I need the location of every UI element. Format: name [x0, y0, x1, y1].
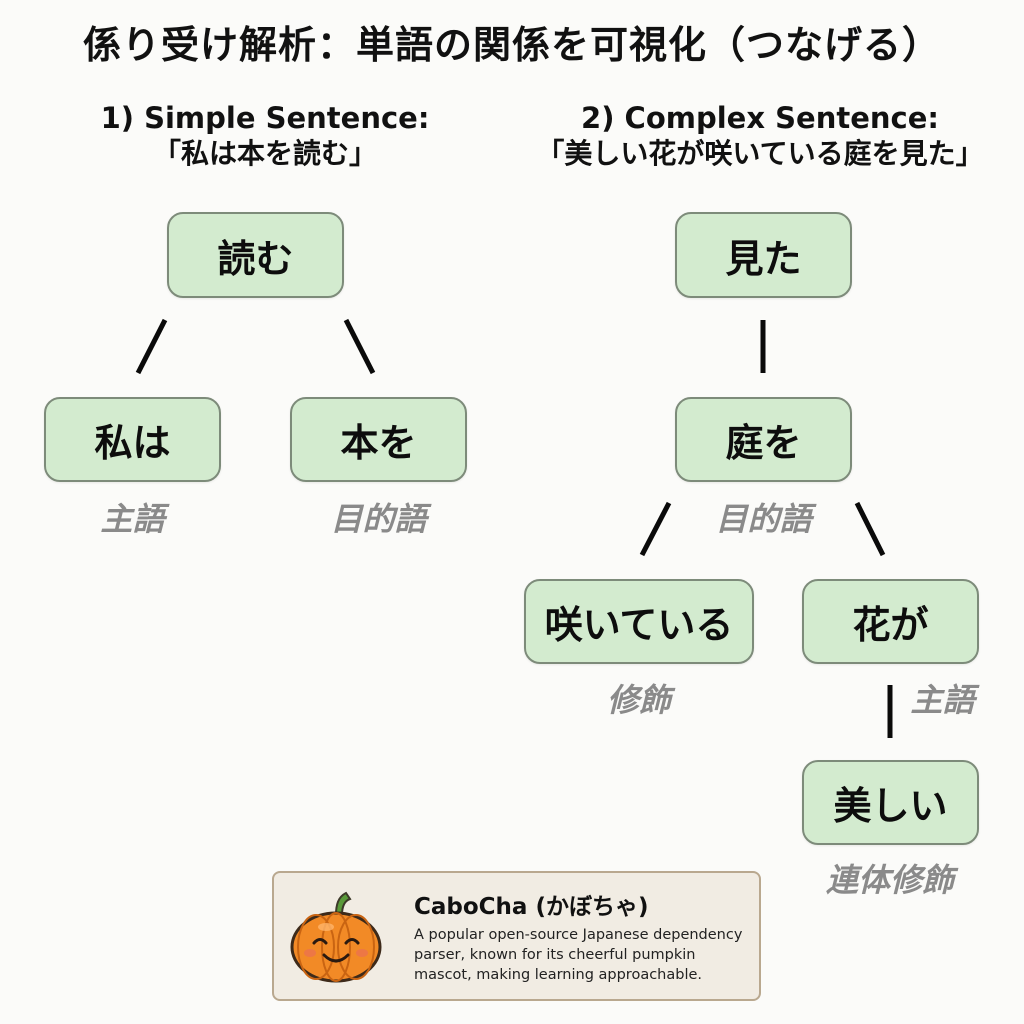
node-watashiwa: 私は: [44, 397, 221, 482]
pumpkin-mascot-icon: [290, 891, 382, 983]
node-hanaga: 花が: [802, 579, 979, 664]
edge-yomu-honwo: [343, 318, 376, 375]
node-saiteiru: 咲いている: [524, 579, 754, 664]
complex-heading-label: 2) Complex Sentence:: [581, 101, 939, 135]
card-title: CaboCha (かぼちゃ): [414, 894, 649, 920]
role-label-object: 目的語: [330, 500, 427, 538]
cabocha-info-card: CaboCha (かぼちゃ) A popular open-source Jap…: [272, 871, 761, 1001]
page-title: 係り受け解析：単語の関係を可視化（つなげる）: [82, 23, 941, 67]
node-honwo: 本を: [290, 397, 467, 482]
node-yomu: 読む: [167, 212, 344, 298]
simple-sentence-heading: 1) Simple Sentence: 「私は本を読む」: [40, 100, 490, 172]
role-label-subject: 主語: [100, 500, 165, 538]
node-niwawo: 庭を: [675, 397, 852, 482]
node-mita: 見た: [675, 212, 852, 298]
edge-niwawo-saiteiru: [639, 501, 672, 557]
role-label-modifier: 修飾: [606, 681, 671, 719]
edge-niwawo-hanaga: [854, 501, 886, 557]
simple-heading-label: 1) Simple Sentence:: [100, 101, 430, 135]
node-utsukushii: 美しい: [802, 760, 979, 845]
card-description: A popular open-source Japanese dependenc…: [414, 927, 743, 983]
role-label-adnominal-modifier: 連体修飾: [825, 861, 954, 899]
edge-yomu-watashiwa: [135, 318, 168, 375]
complex-sentence-heading: 2) Complex Sentence: 「美しい花が咲いている庭を見た」: [510, 100, 1010, 172]
role-label-subject: 主語: [910, 681, 975, 719]
complex-sentence-text: 「美しい花が咲いている庭を見た」: [536, 137, 984, 170]
role-label-object: 目的語: [715, 500, 812, 538]
simple-sentence-text: 「私は本を読む」: [152, 137, 377, 170]
